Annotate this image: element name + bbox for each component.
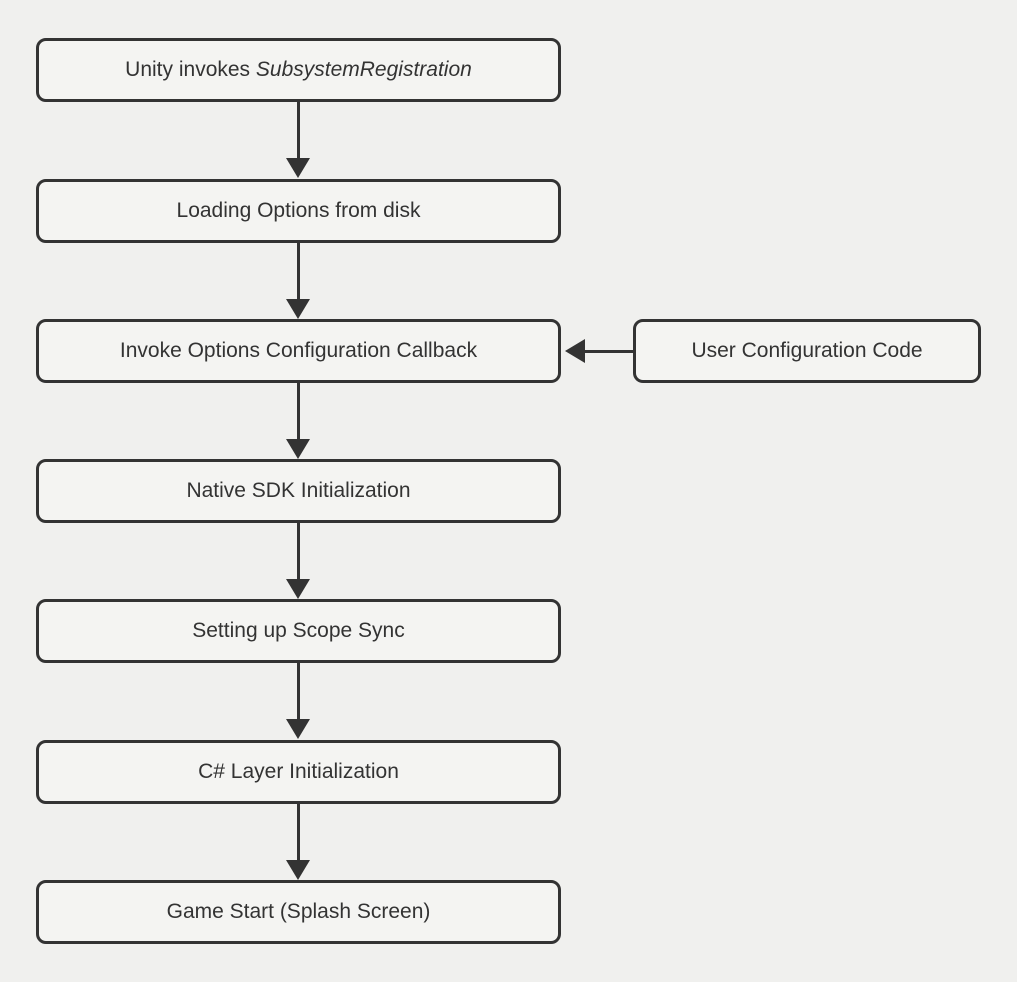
node-label: Loading Options from disk — [176, 199, 421, 222]
node-setting-up-scope-sync: Setting up Scope Sync — [36, 599, 561, 663]
node-label: Setting up Scope Sync — [192, 619, 405, 642]
node-label: Invoke Options Configuration Callback — [119, 339, 478, 362]
arrow-shaft-userconfig-to-callback — [585, 350, 633, 353]
node-label: Native SDK Initialization — [186, 479, 411, 502]
arrowhead-down-icon — [286, 579, 310, 599]
arrowhead-down-icon — [286, 299, 310, 319]
arrow-shaft-nativesdk-to-scopesync — [297, 523, 300, 579]
node-label: Game Start (Splash Screen) — [166, 900, 431, 923]
arrowhead-down-icon — [286, 439, 310, 459]
node-label: User Configuration Code — [691, 339, 923, 362]
node-unity-invokes-subsystemregistration: Unity invokes SubsystemRegistration — [36, 38, 561, 102]
node-native-sdk-initialization: Native SDK Initialization — [36, 459, 561, 523]
node-user-configuration-code: User Configuration Code — [633, 319, 981, 383]
arrowhead-down-icon — [286, 860, 310, 880]
arrow-shaft-callback-to-nativesdk — [297, 383, 300, 439]
node-loading-options: Loading Options from disk — [36, 179, 561, 243]
node-label: C# Layer Initialization — [198, 760, 399, 783]
arrow-shaft-scopesync-to-csharp — [297, 663, 300, 719]
arrowhead-down-icon — [286, 158, 310, 178]
arrowhead-left-icon — [565, 339, 585, 363]
node-invoke-options-configuration-callback: Invoke Options Configuration Callback — [36, 319, 561, 383]
node-label: Unity invokes — [125, 58, 256, 81]
node-label-italic: SubsystemRegistration — [255, 58, 472, 81]
arrow-shaft-loading-to-callback — [297, 243, 300, 299]
arrow-shaft-csharp-to-gamestart — [297, 804, 300, 860]
arrowhead-down-icon — [286, 719, 310, 739]
node-game-start-splash-screen: Game Start (Splash Screen) — [36, 880, 561, 944]
node-csharp-layer-initialization: C# Layer Initialization — [36, 740, 561, 804]
arrow-shaft-unity-to-loading — [297, 102, 300, 158]
